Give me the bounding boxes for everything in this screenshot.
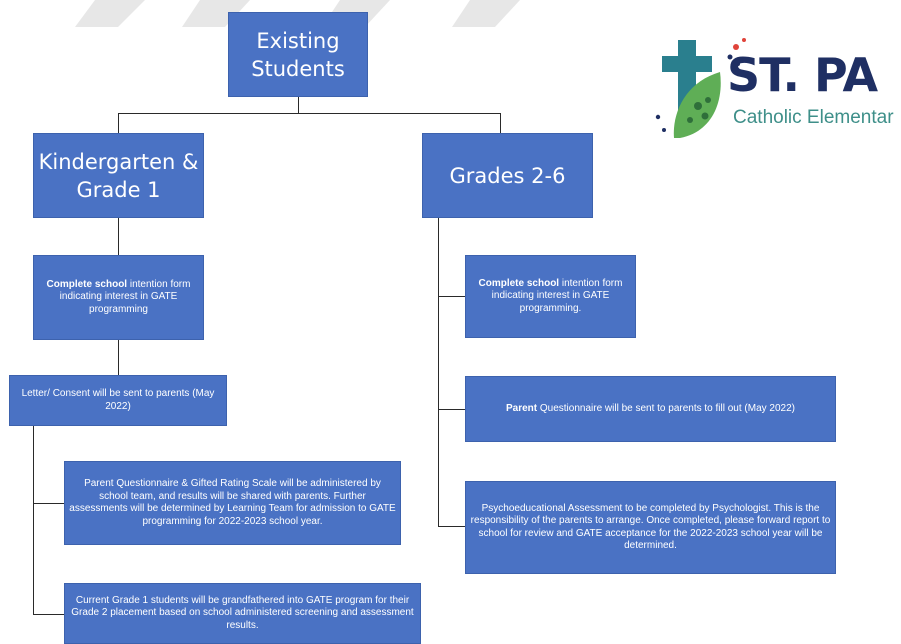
left-step4-text: Current Grade 1 students will be grandfa… xyxy=(71,594,414,631)
connector-right-trunk xyxy=(438,218,439,527)
connector-right-branch-2 xyxy=(438,409,465,410)
root-line-1: Existing xyxy=(256,28,340,53)
right-step1-text: intention form indicating interest in GA… xyxy=(491,277,623,314)
connector-right-branch-1 xyxy=(438,296,465,297)
left-step1-text: intention form indicating interest in GA… xyxy=(59,278,191,315)
node-right-psychoeducational: Psychoeducational Assessment to be compl… xyxy=(465,481,836,574)
left-step2-text: Letter/ Consent will be sent to parents … xyxy=(21,388,215,412)
grades-title: Grades 2-6 xyxy=(449,163,566,188)
connector-left-2 xyxy=(118,340,119,375)
right-step2-bold: Parent xyxy=(505,402,538,414)
connector-horizontal-top xyxy=(118,113,500,114)
right-step2-text: Questionnaire will be sent to parents to… xyxy=(537,402,796,414)
node-right-intention-form: Complete school intention form indicatin… xyxy=(465,255,636,338)
right-step3-text: Psychoeducational Assessment to be compl… xyxy=(470,502,831,552)
connector-right-branch-3 xyxy=(438,526,465,527)
root-node-existing-students: Existing Students xyxy=(228,12,368,97)
root-line-2: Students xyxy=(251,56,345,81)
connector-left-branch-3 xyxy=(33,503,64,504)
left-step1-bold: Complete school xyxy=(46,278,128,290)
connector-left-top xyxy=(118,113,119,133)
connector-left-trunk xyxy=(33,426,34,614)
node-left-letter-consent: Letter/ Consent will be sent to parents … xyxy=(9,375,227,426)
right-step1-bold: Complete school xyxy=(478,277,560,289)
school-logo xyxy=(655,38,746,138)
logo-subtitle: Catholic Elementar xyxy=(733,107,894,128)
node-kindergarten-grade1: Kindergarten & Grade 1 xyxy=(33,133,204,218)
node-grades-2-6: Grades 2-6 xyxy=(422,133,593,218)
connector-root-down xyxy=(298,97,299,113)
connector-left-branch-4 xyxy=(33,614,64,615)
left-step3-text: Parent Questionnaire & Gifted Rating Sca… xyxy=(69,478,396,527)
kindergarten-title-line-1: Kindergarten & xyxy=(38,149,199,174)
node-left-questionnaire: Parent Questionnaire & Gifted Rating Sca… xyxy=(64,461,401,545)
logo-title: ST. PA xyxy=(727,48,878,102)
node-right-questionnaire: Parent Questionnaire will be sent to par… xyxy=(465,376,836,442)
connector-right-top xyxy=(500,113,501,133)
connector-left-1 xyxy=(118,218,119,255)
logo-cross-icon xyxy=(662,40,712,126)
node-left-grandfathered: Current Grade 1 students will be grandfa… xyxy=(64,583,421,644)
kindergarten-title-line-2: Grade 1 xyxy=(76,177,161,202)
node-left-intention-form: Complete school intention form indicatin… xyxy=(33,255,204,340)
